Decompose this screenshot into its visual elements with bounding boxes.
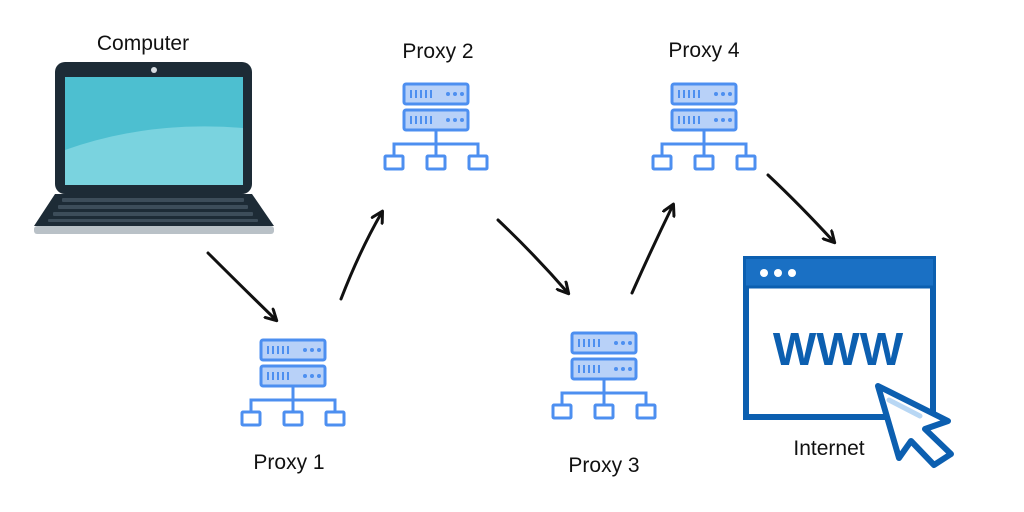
arrow-proxy-4-to-internet bbox=[766, 173, 834, 242]
arrow-proxy-2-to-proxy-3 bbox=[496, 218, 568, 293]
cursor-icon bbox=[875, 383, 954, 468]
proxy-2-label: Proxy 2 bbox=[402, 40, 473, 63]
browser-window-icon: WWW bbox=[743, 256, 936, 420]
internet-label: Internet bbox=[793, 437, 864, 460]
proxy-3-node: Proxy 3 bbox=[551, 331, 657, 477]
proxy-1-server-icon bbox=[240, 338, 346, 427]
proxy-2-server-icon bbox=[383, 82, 489, 171]
computer-node: Computer bbox=[34, 32, 274, 234]
proxy-4-server-icon bbox=[651, 82, 757, 171]
laptop-icon bbox=[34, 62, 274, 234]
arrow-computer-to-proxy-1 bbox=[206, 251, 276, 320]
proxy-4-label: Proxy 4 bbox=[668, 39, 740, 62]
arrow-proxy-1-to-proxy-2 bbox=[339, 212, 382, 301]
proxy-4-node: Proxy 4 bbox=[651, 39, 757, 171]
proxy-3-server-icon bbox=[551, 331, 657, 420]
proxy-3-label: Proxy 3 bbox=[568, 454, 639, 477]
internet-node: WWW Internet bbox=[743, 256, 954, 468]
browser-www-text: WWW bbox=[773, 323, 904, 375]
arrow-proxy-3-to-proxy-4 bbox=[630, 205, 673, 295]
proxy-2-node: Proxy 2 bbox=[383, 40, 489, 171]
computer-label: Computer bbox=[97, 32, 189, 55]
proxy-1-label: Proxy 1 bbox=[253, 451, 324, 474]
proxy-1-node: Proxy 1 bbox=[240, 338, 346, 474]
